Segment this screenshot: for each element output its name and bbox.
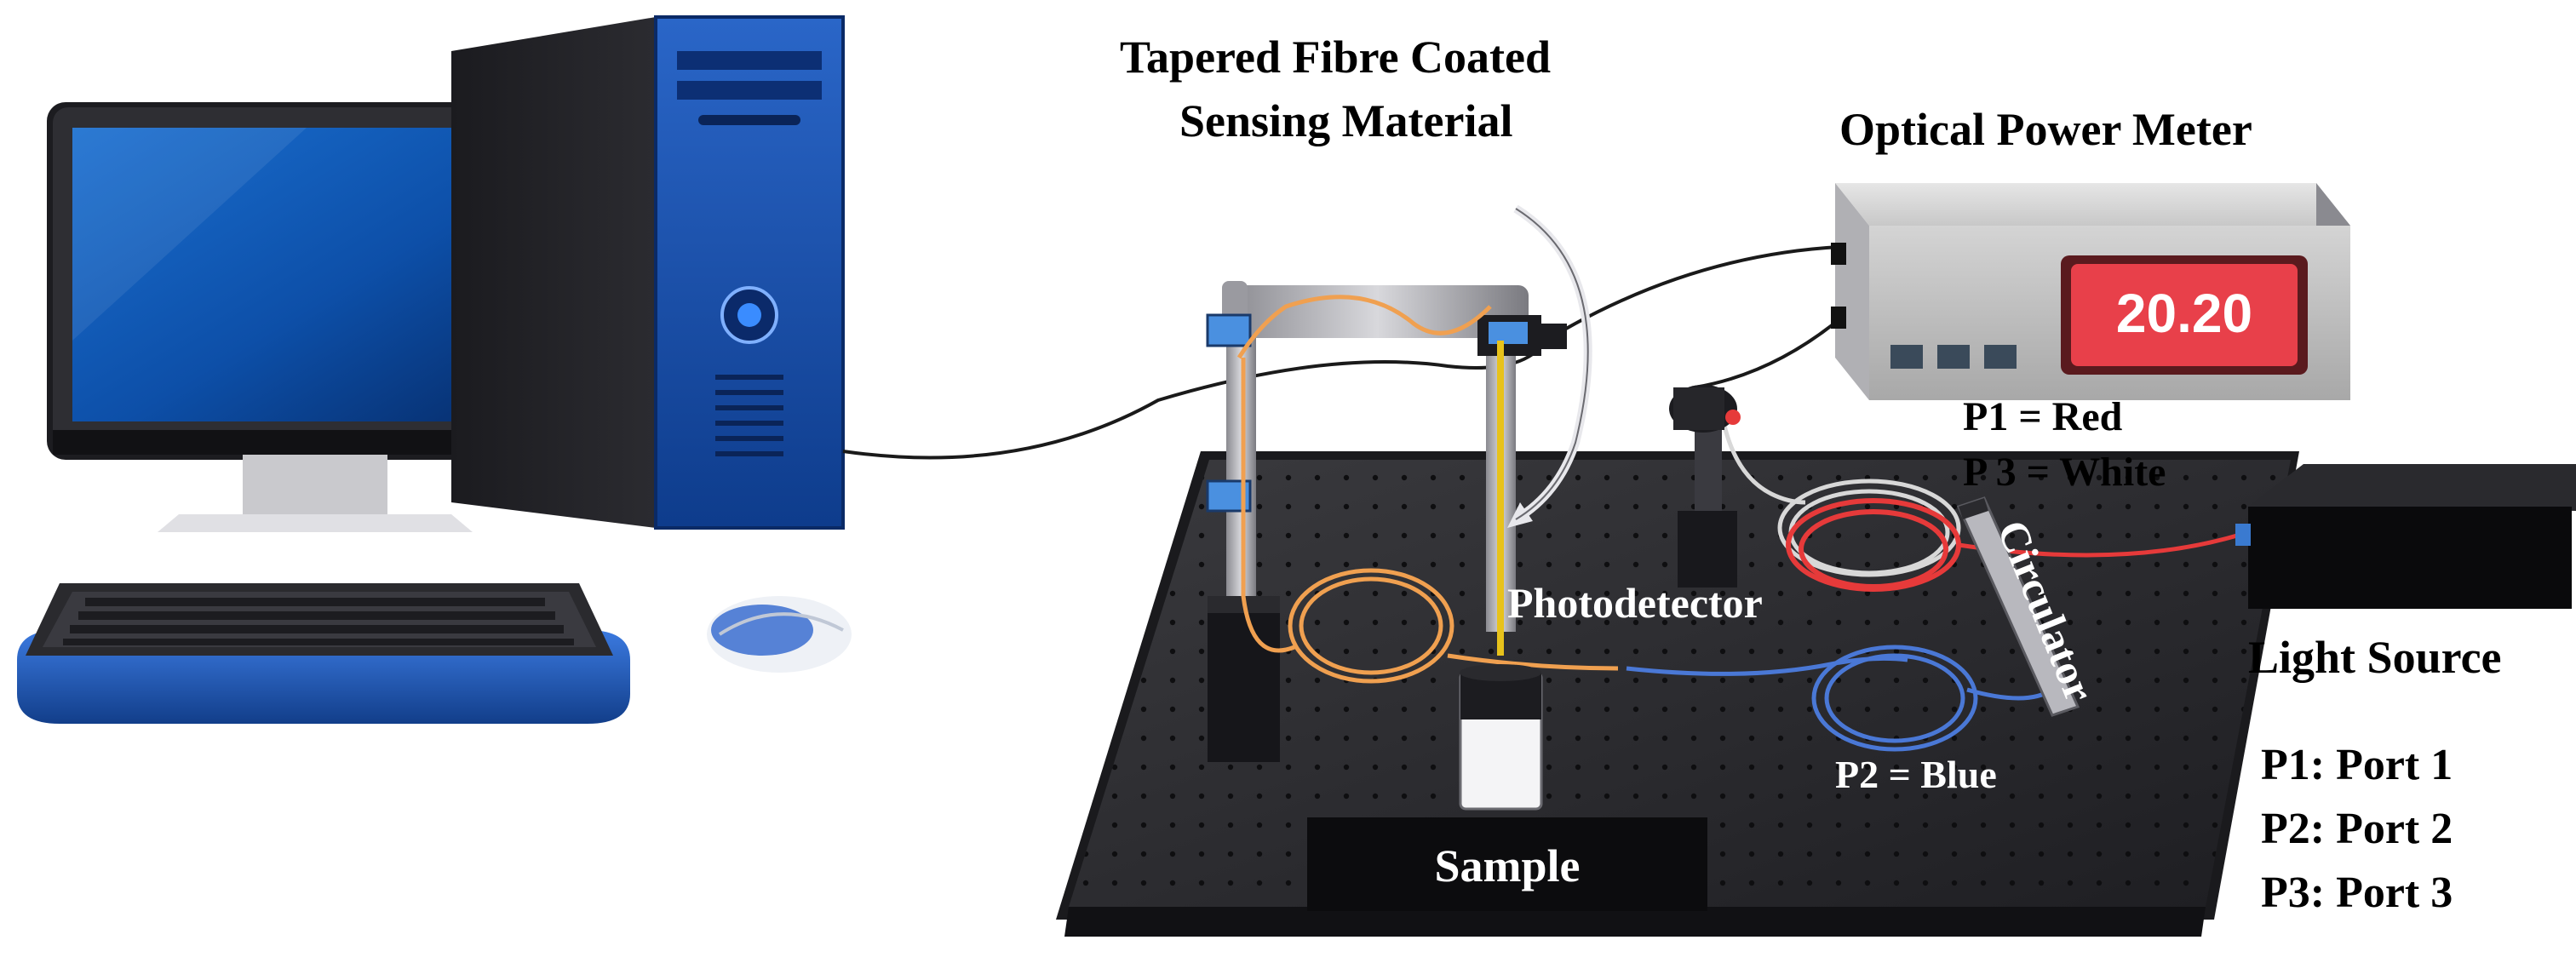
circulator-icon (1956, 496, 2080, 717)
photodetector-icon (1669, 385, 1741, 588)
orange-fibre (1236, 295, 1619, 684)
pc-tower-icon (451, 15, 845, 530)
photodetector-label: Photodetector (1507, 579, 1763, 627)
sample-label: Sample (1434, 840, 1580, 891)
p3-white-label: P 3 = White (1963, 450, 2166, 495)
blue-fibre (1626, 645, 2054, 752)
legend-item: P3: Port 3 (2261, 868, 2453, 917)
legend-item: P1: Port 1 (2261, 741, 2453, 789)
sample-label-box (1307, 817, 1707, 911)
power-meter-label: Optical Power Meter (1839, 104, 2252, 155)
sample-vial-icon (1459, 664, 1543, 811)
p2-blue-label: P2 = Blue (1835, 753, 1997, 796)
legend-item: P2: Port 2 (2261, 805, 2453, 853)
tapered-fibre-label-line1: Tapered Fibre Coated (1120, 32, 1551, 83)
meter-display-value: 20.20 (2116, 283, 2252, 344)
p1-red-label: P1 = Red (1963, 394, 2123, 439)
keyboard-icon (17, 583, 630, 724)
mouse-icon (707, 596, 852, 673)
light-source-icon (2235, 464, 2576, 609)
power-meter-icon (1831, 183, 2350, 400)
light-source-label: Light Source (2248, 632, 2502, 683)
tapered-fibre-label-line2: Sensing Material (1179, 95, 1512, 146)
yellow-tapered-fibre (1497, 341, 1504, 656)
